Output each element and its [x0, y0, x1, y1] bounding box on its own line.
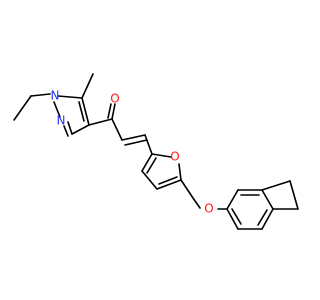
bond-benz-6-1-double — [231, 208, 242, 225]
bond-furan-c4-c5-double — [158, 176, 178, 185]
bond-benz-4-5 — [261, 208, 274, 230]
bond-furan-c4-c5 — [156, 179, 182, 190]
bond-c4-c5-double — [78, 101, 85, 122]
bond-cp-1 — [261, 180, 291, 191]
bond-c3-c4 — [71, 124, 90, 135]
bond-n2-c3 — [67, 121, 73, 135]
bond-benz-6-1 — [226, 208, 239, 230]
bond-c5-n1 — [57, 95, 83, 99]
bond-carbonyl-o — [111, 103, 116, 120]
atom-labels: N N O O O — [51, 89, 214, 216]
furan-oxygen-label: O — [170, 150, 179, 164]
bonds — [13, 73, 299, 230]
bond-furan-c3-c4 — [141, 170, 158, 190]
bond-furan-o-c2 — [151, 153, 172, 158]
bond-carbonyl-o-double — [107, 103, 112, 119]
bond-n2-c3-double — [63, 125, 69, 137]
bond-ca-cb — [121, 134, 146, 141]
bond-n1-n2 — [53, 101, 61, 118]
bond-c4-c5 — [81, 97, 90, 126]
bond-c4-carbonyl — [88, 118, 113, 126]
nitrogen-label-n1: N — [51, 89, 60, 103]
bond-c5-methyl — [81, 73, 94, 99]
bond-furan-c2-c3-double — [146, 157, 157, 174]
bond-benz-3-4 — [261, 189, 274, 210]
molecule-diagram: N N O O O — [13, 73, 299, 230]
ether-oxygen-label: O — [204, 202, 213, 216]
bond-cb-furan — [144, 134, 153, 155]
bond-ca-cb-double — [124, 139, 148, 146]
bond-ch2-ether-o — [192, 197, 201, 209]
bond-furan-ch2 — [180, 179, 194, 199]
bond-cp-2 — [289, 180, 299, 210]
bond-ethyl-ch3-ch2 — [13, 95, 32, 121]
nitrogen-label-n2: N — [57, 114, 66, 128]
carbonyl-oxygen-label: O — [110, 92, 119, 106]
bond-benz-4-5-double — [257, 209, 268, 226]
bond-benz-1-2 — [226, 189, 239, 210]
bond-ethyl-ch2-n1 — [30, 93, 51, 97]
bond-furan-c2-c3 — [141, 153, 153, 172]
bond-carbonyl-ca — [111, 118, 123, 141]
bond-furan-c5-o — [178, 163, 182, 181]
